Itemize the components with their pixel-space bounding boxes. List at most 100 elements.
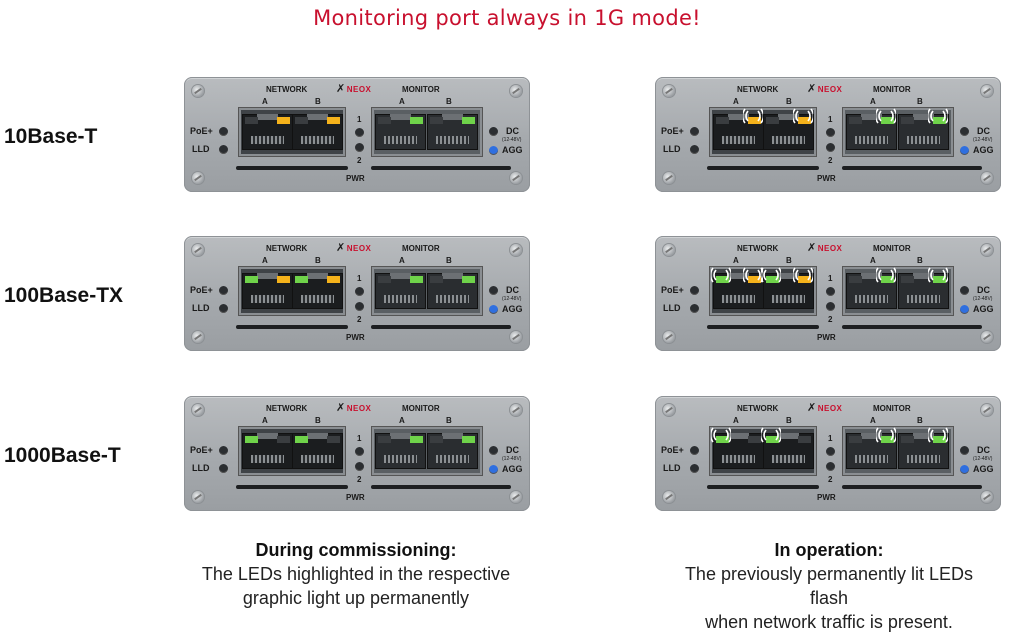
- network-label: NETWORK: [266, 404, 308, 413]
- lld-led: [219, 145, 228, 154]
- port-pins: [772, 136, 805, 144]
- pwr-2-label: 2: [828, 315, 833, 324]
- network-port-b: [292, 273, 343, 309]
- monitor-bar: [842, 485, 982, 489]
- dc-label: DC: [977, 445, 990, 455]
- monitor-port-b: [898, 114, 949, 150]
- brand-x-icon: ✗: [807, 402, 817, 414]
- monitor-port-a: [846, 114, 897, 150]
- poe-led: [219, 286, 228, 295]
- caption-commissioning-heading: During commissioning:: [255, 540, 457, 560]
- monitor-port-a-label: A: [399, 416, 405, 425]
- monitor-port-a-label: A: [870, 97, 876, 106]
- network-port-b-led-right: [327, 436, 340, 443]
- network-port-a-led-left: [716, 117, 729, 124]
- network-port-b-led-left: [766, 436, 779, 443]
- pwr-2-led: [355, 143, 364, 152]
- network-port-b-led-right: [798, 117, 811, 124]
- pwr-2-label: 2: [357, 475, 362, 484]
- pwr-1-label: 1: [357, 434, 362, 443]
- pwr-label: PWR: [817, 333, 836, 342]
- screw-icon: [192, 404, 204, 416]
- screw-icon: [981, 85, 993, 97]
- dc-led: [489, 286, 498, 295]
- agg-label: AGG: [973, 145, 994, 155]
- dc-voltage-label: (12-48V): [973, 456, 993, 462]
- lld-label: LLD: [663, 463, 681, 473]
- poe-label: PoE+: [661, 285, 684, 295]
- poe-label: PoE+: [661, 126, 684, 136]
- dc-label: DC: [506, 126, 519, 136]
- brand-logo: ✗NEOX: [807, 82, 842, 95]
- brand-logo: ✗NEOX: [336, 401, 371, 414]
- port-pins: [251, 136, 284, 144]
- monitor-port-a-label: A: [399, 256, 405, 265]
- dc-label: DC: [977, 285, 990, 295]
- pwr-2-led: [355, 462, 364, 471]
- dc-led: [960, 286, 969, 295]
- monitor-port-b-led-left: [901, 117, 914, 124]
- dc-voltage-label: (12-48V): [502, 296, 522, 302]
- network-port-a-label: A: [262, 256, 268, 265]
- network-port-b: [292, 114, 343, 150]
- network-port-b-led-left: [295, 436, 308, 443]
- dc-voltage-label: (12-48V): [502, 137, 522, 143]
- pwr-2-led: [826, 143, 835, 152]
- brand-name: NEOX: [817, 85, 843, 94]
- port-latch: [778, 433, 799, 439]
- monitor-label: MONITOR: [402, 85, 440, 94]
- monitor-port-a-led-right: [881, 436, 894, 443]
- port-pins: [722, 295, 755, 303]
- network-label: NETWORK: [266, 85, 308, 94]
- lld-led: [690, 464, 699, 473]
- monitor-port-b-led-left: [430, 117, 443, 124]
- agg-label: AGG: [502, 304, 523, 314]
- brand-logo: ✗NEOX: [336, 82, 371, 95]
- pwr-2-label: 2: [828, 475, 833, 484]
- screw-icon: [510, 172, 522, 184]
- monitor-bar: [371, 166, 511, 170]
- port-pins: [855, 295, 888, 303]
- screw-icon: [981, 491, 993, 503]
- network-port-b-label: B: [315, 416, 321, 425]
- agg-label: AGG: [973, 304, 994, 314]
- poe-led: [690, 286, 699, 295]
- monitor-port-b-label: B: [917, 416, 923, 425]
- network-port-a: [713, 114, 764, 150]
- monitor-port-b-label: B: [446, 256, 452, 265]
- monitor-port-a-led-left: [378, 117, 391, 124]
- monitor-port-b-label: B: [446, 416, 452, 425]
- network-port-b-led-left: [766, 117, 779, 124]
- port-pins: [855, 455, 888, 463]
- pwr-2-label: 2: [828, 156, 833, 165]
- monitor-port-b-led-left: [430, 436, 443, 443]
- screw-icon: [981, 172, 993, 184]
- monitor-port-a-led-right: [410, 436, 423, 443]
- pwr-1-label: 1: [828, 115, 833, 124]
- monitor-port-a-led-right: [410, 117, 423, 124]
- monitor-port-a-label: A: [399, 97, 405, 106]
- network-port-a: [242, 114, 293, 150]
- port-latch: [728, 273, 749, 279]
- network-port-b-led-left: [295, 117, 308, 124]
- port-latch: [257, 433, 278, 439]
- port-latch: [442, 114, 463, 120]
- network-port-a-led-left: [245, 117, 258, 124]
- screw-icon: [663, 331, 675, 343]
- network-port-b: [763, 433, 814, 469]
- monitor-port-a: [375, 433, 426, 469]
- network-bar: [236, 166, 348, 170]
- poe-led: [690, 127, 699, 136]
- port-pins: [907, 295, 940, 303]
- brand-name: NEOX: [817, 244, 843, 253]
- monitor-port-b: [427, 273, 478, 309]
- network-label: NETWORK: [266, 244, 308, 253]
- network-port-b: [763, 114, 814, 150]
- network-port-a-label: A: [733, 416, 739, 425]
- lld-led: [690, 145, 699, 154]
- screw-icon: [510, 85, 522, 97]
- caption-operation-line1: The previously permanently lit LEDs flas…: [684, 564, 974, 608]
- port-latch: [861, 273, 882, 279]
- port-pins: [907, 136, 940, 144]
- dc-label: DC: [977, 126, 990, 136]
